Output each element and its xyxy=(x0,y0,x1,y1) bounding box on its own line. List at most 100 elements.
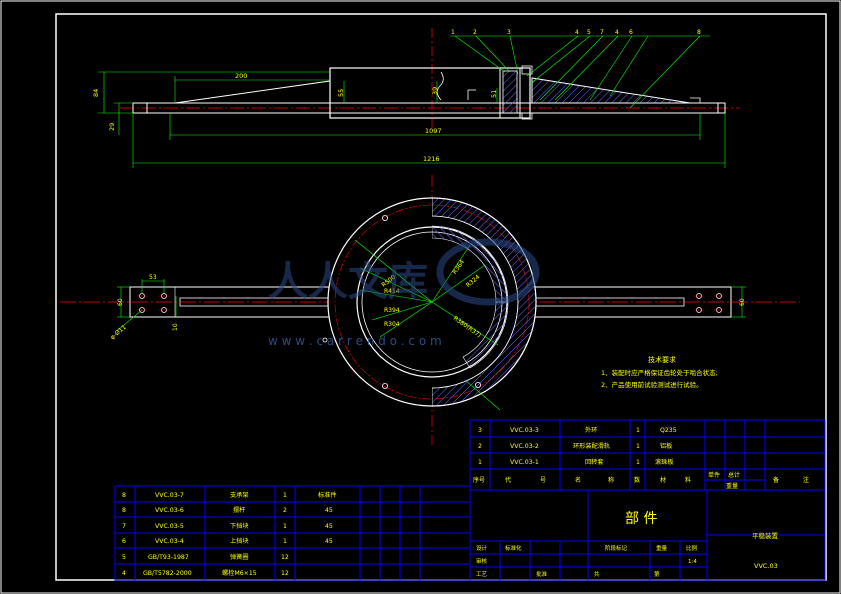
hdr-code-b: 号 xyxy=(540,477,546,484)
elevation-view: 1 2 3 4 5 7 4 6 8 xyxy=(92,28,740,168)
label-stage: 阶段标记 xyxy=(605,544,628,552)
lower-row4-code: VVC.03-4 xyxy=(155,538,184,545)
parts-list-lower xyxy=(114,485,471,581)
note-1: 1、装配时应严格保证齿轮处于啮合状态; xyxy=(601,368,718,377)
upper-row2-no: 2 xyxy=(478,443,482,450)
dim-51: 51 xyxy=(490,90,498,98)
hdr-code-a: 代 xyxy=(505,476,511,484)
dim-84: 84 xyxy=(92,89,100,97)
lower-row3-code: VVC.03-5 xyxy=(155,523,184,530)
lower-row4-no: 6 xyxy=(122,538,126,545)
lower-row5-no: 5 xyxy=(122,554,126,561)
dim-39: 39 xyxy=(431,87,439,95)
upper-row3-mat: 滚珠板 xyxy=(655,458,674,466)
leader-num-2: 2 xyxy=(473,29,477,36)
lower-row4-qty: 1 xyxy=(283,538,287,545)
hdr-no: 序号 xyxy=(473,476,485,484)
label-sheet-of: 第 xyxy=(654,570,660,578)
label-scale: 比例 xyxy=(686,544,698,552)
upper-row3-code: VVC.03-1 xyxy=(510,459,539,466)
lower-row6-code: GB/T5782-2000 xyxy=(143,570,192,577)
dim-1216: 1216 xyxy=(423,155,440,163)
lower-row3-mat: 45 xyxy=(325,523,333,530)
upper-row1-name: 外环 xyxy=(585,426,597,434)
leader-num-1: 1 xyxy=(451,29,455,36)
hdr-mat-a: 材 xyxy=(660,476,666,484)
watermark-logo: 人人文库 xyxy=(268,238,540,306)
dim-55: 55 xyxy=(337,89,345,97)
hdr-unit: 单件 xyxy=(708,471,720,479)
label-weight: 重量 xyxy=(656,544,668,552)
label-designer: 设计 xyxy=(476,544,488,552)
leader-num-6: 6 xyxy=(629,29,633,36)
lower-row1-no: 8 xyxy=(122,492,126,499)
dim-200: 200 xyxy=(235,72,247,80)
lower-row2-no: 8 xyxy=(122,507,126,514)
lower-row6-no: 4 xyxy=(122,570,126,577)
upper-row2-name: 环形装配滑轨 xyxy=(573,442,610,450)
lower-row5-code: GB/T93-1987 xyxy=(148,554,189,561)
drawing-name: 平稳装置 xyxy=(752,531,779,540)
lower-row1-name: 支承架 xyxy=(230,491,249,499)
leader-num-3: 3 xyxy=(507,29,511,36)
upper-row2-mat: 铝板 xyxy=(660,442,672,450)
svg-text:人人文库: 人人文库 xyxy=(268,259,428,305)
parts-list-upper xyxy=(469,419,826,491)
label-standard: 标准化 xyxy=(505,544,522,552)
upper-row2-qty: 1 xyxy=(636,443,640,450)
lower-row2-qty: 2 xyxy=(283,507,287,514)
hdr-qty: 数 xyxy=(634,476,640,484)
scale-value: 1:4 xyxy=(688,559,697,565)
upper-row3-qty: 1 xyxy=(636,459,640,466)
dim-r394: R394 xyxy=(384,307,400,314)
lower-row2-name: 摆杆 xyxy=(233,506,245,514)
dim-29: 29 xyxy=(108,123,116,131)
lower-row5-name: 弹簧圈 xyxy=(230,553,249,561)
hdr-remark-b: 注 xyxy=(803,476,809,484)
upper-row2-code: VVC.03-2 xyxy=(510,443,539,450)
title-block xyxy=(469,489,826,581)
leader-num-8: 8 xyxy=(697,29,701,36)
lower-row4-mat: 45 xyxy=(325,538,333,545)
plan-view: R500 R414 R394 R304 R364 R324 R380(R37) … xyxy=(60,175,800,445)
dim-r414: R414 xyxy=(384,288,400,295)
lower-row4-name: 上挡块 xyxy=(230,537,249,545)
lower-row1-qty: 1 xyxy=(283,492,287,499)
label-approve: 批准 xyxy=(536,570,548,578)
upper-row3-no: 1 xyxy=(478,459,482,466)
drawing-code: VVC.03 xyxy=(754,562,778,570)
upper-row1-mat: Q235 xyxy=(660,427,677,434)
lower-row3-name: 下挡块 xyxy=(230,522,249,530)
notes-title: 技术要求 xyxy=(648,355,676,364)
note-2: 2、产品使用前试验测试进行试验。 xyxy=(601,380,703,389)
label-review: 审核 xyxy=(476,557,488,565)
lower-row1-mat: 标准件 xyxy=(318,491,337,499)
hdr-mat-b: 料 xyxy=(685,476,691,484)
lower-row3-no: 7 xyxy=(122,523,126,530)
hdr-weight: 重量 xyxy=(726,482,738,490)
dim-phi11: φ-Ø11 xyxy=(109,324,128,341)
hdr-total: 总计 xyxy=(728,471,740,479)
hdr-name-a: 名 xyxy=(575,476,581,484)
lower-row6-name: 螺栓M6×15 xyxy=(222,569,257,577)
lower-row1-code: VVC.03-7 xyxy=(155,492,184,499)
leader-num-7: 7 xyxy=(600,29,604,36)
lower-row2-code: VVC.03-6 xyxy=(155,507,184,514)
leader-num-4: 4 xyxy=(575,29,579,36)
dim-60-left: 60 xyxy=(117,298,124,306)
technical-notes: 技术要求 1、装配时应严格保证齿轮处于啮合状态; 2、产品使用前试验测试进行试验… xyxy=(601,355,718,389)
part-label: 部 件 xyxy=(625,511,657,527)
hdr-name-b: 称 xyxy=(608,476,614,484)
lower-row2-mat: 45 xyxy=(325,507,333,514)
upper-row1-code: VVC.03-3 xyxy=(510,427,539,434)
upper-row3-name: 回转套 xyxy=(585,458,604,466)
upper-row1-qty: 1 xyxy=(636,427,640,434)
lower-row6-qty: 12 xyxy=(281,570,289,577)
dim-r304: R304 xyxy=(384,321,400,328)
leader-num-4b: 4 xyxy=(615,29,619,36)
lower-row5-qty: 12 xyxy=(281,554,289,561)
central-housing xyxy=(329,67,531,119)
leader-num-5: 5 xyxy=(587,29,591,36)
